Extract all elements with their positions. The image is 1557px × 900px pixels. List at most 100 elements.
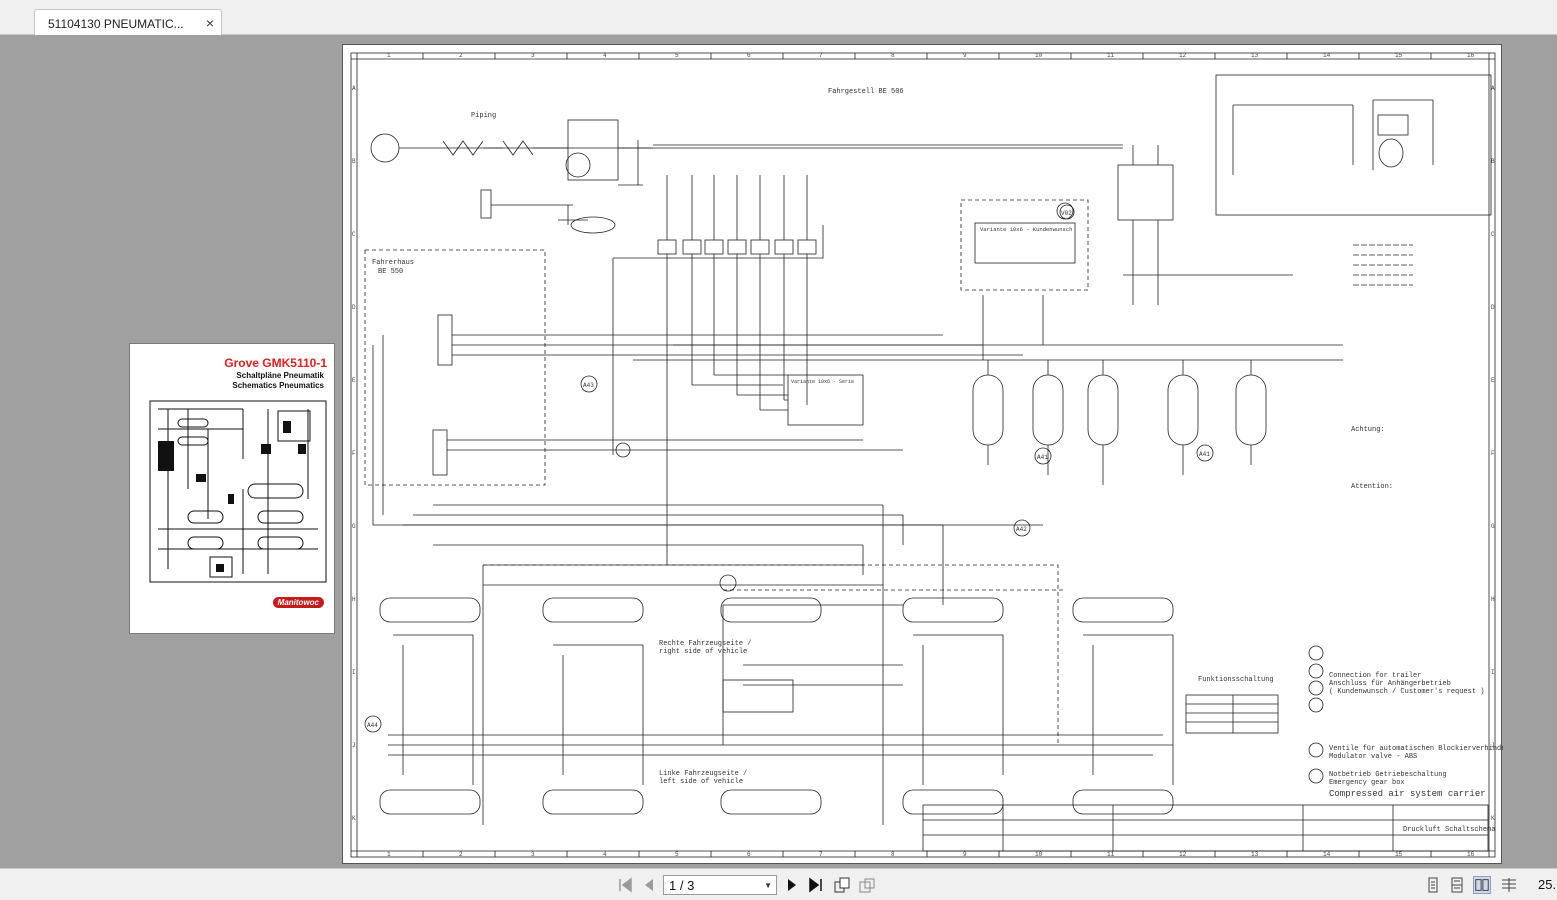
label-druckluft: Druckluft Schaltschema: [1403, 826, 1495, 834]
two-page-view-icon[interactable]: [1473, 876, 1491, 894]
label-left-side: left side of vehicle: [659, 778, 743, 786]
label-piping: Piping: [471, 112, 496, 120]
frame-row-letter: C: [352, 231, 356, 238]
frame-row-letter: I: [1491, 669, 1495, 676]
label-kundenwunsch: ( Kundenwunsch / Customer's request ): [1329, 688, 1484, 696]
frame-column-number: 10: [1035, 52, 1043, 59]
frame-column-number: 4: [603, 851, 607, 858]
label-be550: BE 550: [378, 268, 403, 276]
frame-column-number: 9: [963, 851, 967, 858]
label-abs-en: Modulator valve - ABS: [1329, 753, 1417, 761]
label-noteingang-de: Notbetrieb Getriebeschaltung: [1329, 771, 1447, 779]
label-achtung: Achtung:: [1351, 426, 1385, 434]
frame-row-letter: J: [1491, 742, 1495, 749]
next-page-icon[interactable]: [783, 876, 801, 894]
frame-column-number: 5: [675, 52, 679, 59]
cover-page-thumbnail[interactable]: Grove GMK5110-1 Schaltpläne Pneumatik Sc…: [129, 343, 335, 634]
label-variante-top: Variante 10x6 - Kundenwunsch: [980, 226, 1072, 233]
frame-row-letter: G: [352, 523, 356, 530]
chevron-down-icon: ▼: [764, 881, 772, 890]
page-number-select[interactable]: 1 / 3 ▼: [663, 875, 777, 895]
frame-column-number: 6: [747, 52, 751, 59]
frame-column-number: 15: [1395, 52, 1403, 59]
frame-row-letter: E: [352, 377, 356, 384]
frame-row-letter: K: [1491, 815, 1495, 822]
label-noteingang-en: Emergency gear box: [1329, 779, 1405, 787]
frame-row-letter: C: [1491, 231, 1495, 238]
tag-a44: A44: [367, 722, 378, 729]
continuous-view-icon[interactable]: [1448, 876, 1466, 894]
frame-column-number: 13: [1251, 52, 1259, 59]
label-rechte: Rechte Fahrzeugseite /: [659, 640, 751, 648]
frame-column-number: 16: [1467, 851, 1475, 858]
label-anhaenger: Anschluss für Anhängerbetrieb: [1329, 680, 1451, 688]
tag-v02: V02: [1061, 210, 1072, 217]
frame-column-number: 7: [819, 52, 823, 59]
frame-column-number: 11: [1107, 52, 1115, 59]
frame-column-number: 16: [1467, 52, 1475, 59]
first-page-icon[interactable]: [616, 876, 634, 894]
rotate-page-icon[interactable]: [833, 876, 851, 894]
frame-row-letter: I: [352, 669, 356, 676]
label-linke: Linke Fahrzeugseite /: [659, 770, 747, 778]
label-abs-de: Ventile für automatischen Blockierverhin…: [1329, 745, 1503, 753]
schematic-page[interactable]: Fahrgestell BE 506 Fahrerhaus BE 550 Pip…: [342, 44, 1518, 864]
frame-row-letter: B: [1491, 158, 1495, 165]
frame-column-number: 8: [891, 851, 895, 858]
frame-column-number: 3: [531, 52, 535, 59]
frame-column-number: 5: [675, 851, 679, 858]
zoom-level[interactable]: 25.: [1538, 877, 1557, 892]
frame-column-number: 14: [1323, 851, 1331, 858]
fit-page-icon[interactable]: [858, 876, 876, 894]
frame-row-letter: D: [1491, 304, 1495, 311]
tab-title: 51104130 PNEUMATIC...: [48, 17, 184, 31]
manitowoc-logo: Manitowoc: [272, 597, 324, 608]
frame-column-number: 14: [1323, 52, 1331, 59]
tab-bar: 51104130 PNEUMATIC... ×: [0, 0, 1557, 35]
frame-column-number: 7: [819, 851, 823, 858]
two-page-continuous-icon[interactable]: [1500, 876, 1518, 894]
frame-column-number: 2: [459, 52, 463, 59]
frame-row-letter: H: [1491, 596, 1495, 603]
frame-row-letter: J: [352, 742, 356, 749]
cover-subtitle-de: Schaltpläne Pneumatik: [236, 371, 324, 380]
label-attention: Attention:: [1351, 483, 1393, 491]
frame-column-number: 6: [747, 851, 751, 858]
label-trailer: Connection for trailer: [1329, 672, 1421, 680]
frame-row-letter: G: [1491, 523, 1495, 530]
frame-row-letter: E: [1491, 377, 1495, 384]
label-right-side: right side of vehicle: [659, 648, 747, 656]
last-page-icon[interactable]: [807, 876, 825, 894]
tag-a41: A41: [1037, 454, 1048, 461]
single-page-view-icon[interactable]: [1424, 876, 1442, 894]
frame-row-letter: D: [352, 304, 356, 311]
prev-page-icon[interactable]: [640, 876, 658, 894]
frame-column-number: 13: [1251, 851, 1259, 858]
tag-a41b: A41: [1199, 451, 1210, 458]
frame-row-letter: K: [352, 815, 356, 822]
frame-row-letter: A: [1491, 85, 1495, 92]
page-indicator: 1 / 3: [669, 878, 695, 893]
frame-row-letter: F: [352, 450, 356, 457]
frame-row-letter: A: [352, 85, 356, 92]
frame-row-letter: B: [352, 158, 356, 165]
label-funktion: Funktionsschaltung: [1198, 676, 1274, 684]
frame-column-number: 9: [963, 52, 967, 59]
pneumatic-schematic: Fahrgestell BE 506 Fahrerhaus BE 550 Pip…: [350, 52, 1518, 858]
cover-subtitle-en: Schematics Pneumatics: [232, 381, 324, 390]
label-compressed: Compressed air system carrier: [1329, 789, 1486, 799]
close-tab-icon[interactable]: ×: [205, 15, 214, 31]
frame-column-number: 2: [459, 851, 463, 858]
frame-column-number: 1: [387, 851, 391, 858]
frame-column-number: 10: [1035, 851, 1043, 858]
frame-column-number: 12: [1179, 851, 1187, 858]
frame-column-number: 1: [387, 52, 391, 59]
frame-row-letter: F: [1491, 450, 1495, 457]
frame-column-number: 4: [603, 52, 607, 59]
tag-a42: A42: [1016, 526, 1027, 533]
tag-a43: A43: [583, 382, 594, 389]
document-tab[interactable]: 51104130 PNEUMATIC... ×: [34, 9, 222, 35]
frame-column-number: 12: [1179, 52, 1187, 59]
cover-title: Grove GMK5110-1: [224, 356, 327, 370]
label-fahrgestell: Fahrgestell BE 506: [828, 88, 904, 96]
